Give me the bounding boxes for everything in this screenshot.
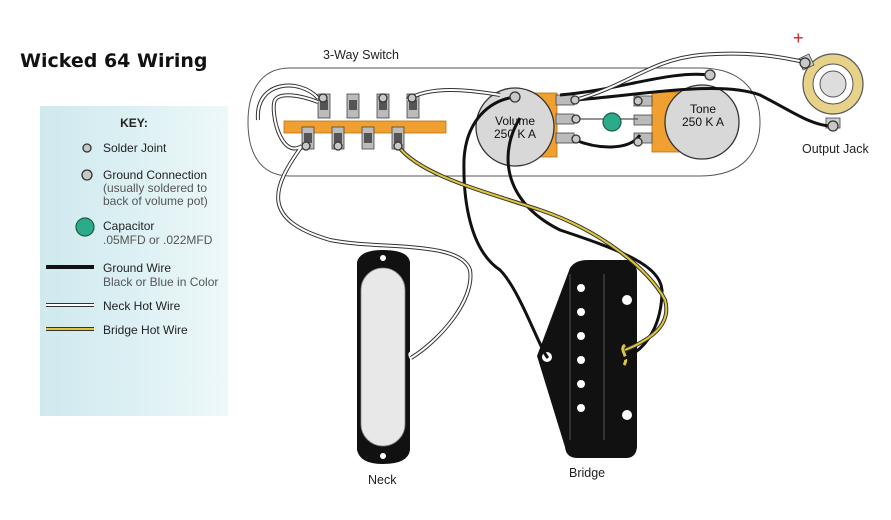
legend-sub-ground-2: back of volume pot) (103, 194, 208, 208)
output-jack-label: Output Jack (802, 142, 869, 156)
solder-joint-icon (82, 143, 92, 153)
volume-label: Volume (494, 114, 536, 128)
bridge-pickup (537, 260, 637, 458)
legend-symbols (46, 143, 95, 331)
diagram-title: Wicked 64 Wiring (20, 50, 208, 72)
tone-label: Tone (689, 102, 717, 116)
legend-panel: KEY: Solder Joint Ground Connection (usu… (40, 106, 228, 416)
volume-value: 250 K A (493, 127, 537, 141)
legend-heading: KEY: (120, 116, 148, 130)
legend-label-neck-hot-wire: Neck Hot Wire (103, 299, 181, 313)
legend-label-ground-wire: Ground Wire (103, 261, 172, 275)
switch-label: 3-Way Switch (323, 48, 399, 62)
legend-label-ground-connection: Ground Connection (103, 168, 208, 182)
legend-sub-ground-1: (usually soldered to (103, 181, 208, 195)
output-jack (797, 53, 864, 129)
positive-terminal-marker: + (793, 28, 804, 48)
legend-label-solder-joint: Solder Joint (103, 141, 167, 155)
bridge-hot-wire (396, 144, 669, 352)
ground-connections (509, 57, 839, 132)
tone-value: 250 K A (681, 115, 725, 129)
neck-pickup (357, 250, 415, 464)
solder-joints (301, 93, 643, 151)
capacitor (602, 112, 622, 132)
legend-label-bridge-hot-wire: Bridge Hot Wire (103, 323, 188, 337)
capacitor-icon (75, 217, 95, 237)
legend-sub-ground-wire: Black or Blue in Color (103, 275, 219, 289)
legend-sub-capacitor: .05MFD or .022MFD (103, 233, 213, 247)
legend-label-capacitor: Capacitor (103, 219, 155, 233)
tone-pot (633, 84, 740, 160)
bridge-pickup-label: Bridge (569, 466, 606, 480)
ground-connection-icon (81, 169, 93, 181)
neck-pickup-label: Neck (368, 473, 397, 487)
